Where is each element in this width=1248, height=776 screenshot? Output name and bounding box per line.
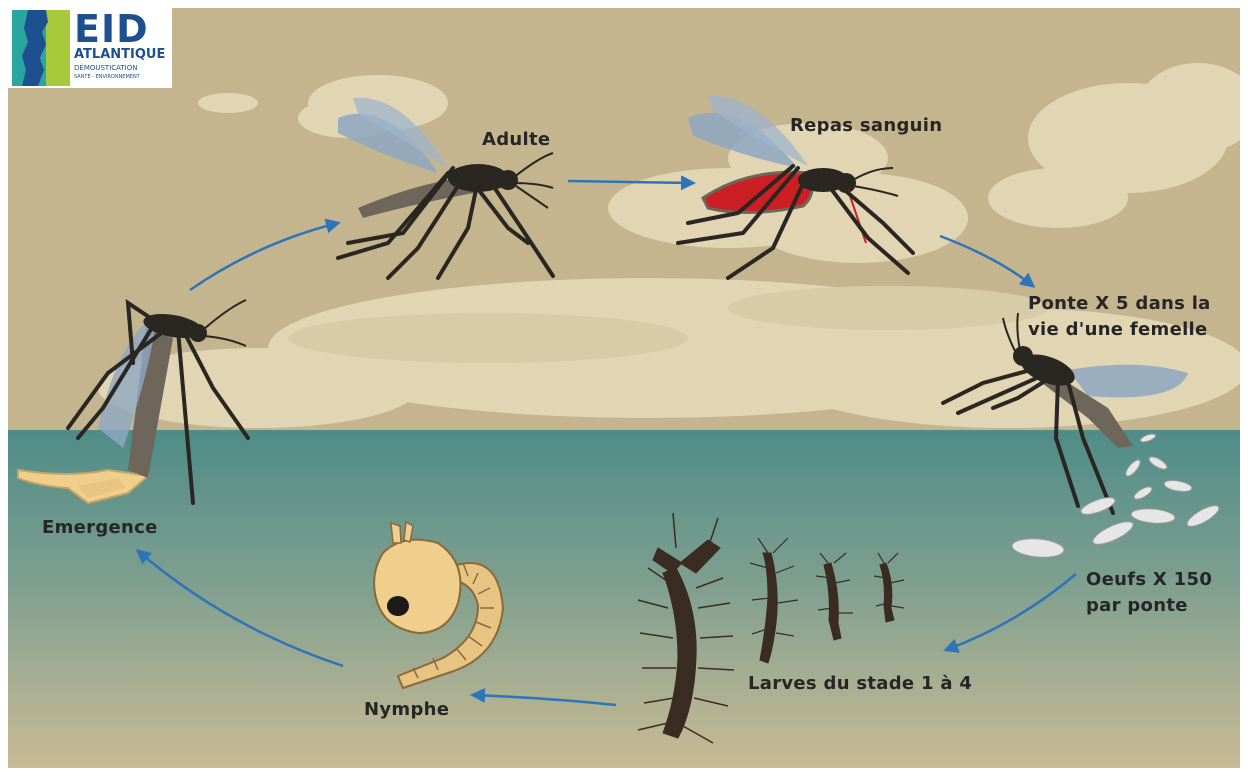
logo-tagline-2: SANTÉ - ENVIRONNEMENT xyxy=(74,74,140,80)
logo-map-icon xyxy=(12,10,70,86)
label-nymph: Nymphe xyxy=(364,698,449,722)
label-adult: Adulte xyxy=(482,128,550,152)
diagram-canvas xyxy=(8,8,1240,768)
label-eggs-line2: par ponte xyxy=(1086,594,1188,618)
label-laying-line2: vie d'une femelle xyxy=(1028,318,1208,342)
label-laying-line1: Ponte X 5 dans la xyxy=(1028,292,1211,316)
label-larvae: Larves du stade 1 à 4 xyxy=(748,672,972,696)
label-blood-meal: Repas sanguin xyxy=(790,114,942,138)
eid-atlantique-logo: EID ATLANTIQUE DÉMOUSTICATION SANTÉ - EN… xyxy=(8,8,172,88)
label-eggs-line1: Oeufs X 150 xyxy=(1086,568,1212,592)
logo-title: EID xyxy=(74,8,149,50)
logo-tagline: DÉMOUSTICATION xyxy=(74,64,138,72)
label-emergence: Emergence xyxy=(42,516,158,540)
life-cycle-diagram: EID ATLANTIQUE DÉMOUSTICATION SANTÉ - EN… xyxy=(8,8,1240,768)
logo-subtitle: ATLANTIQUE xyxy=(74,48,165,62)
